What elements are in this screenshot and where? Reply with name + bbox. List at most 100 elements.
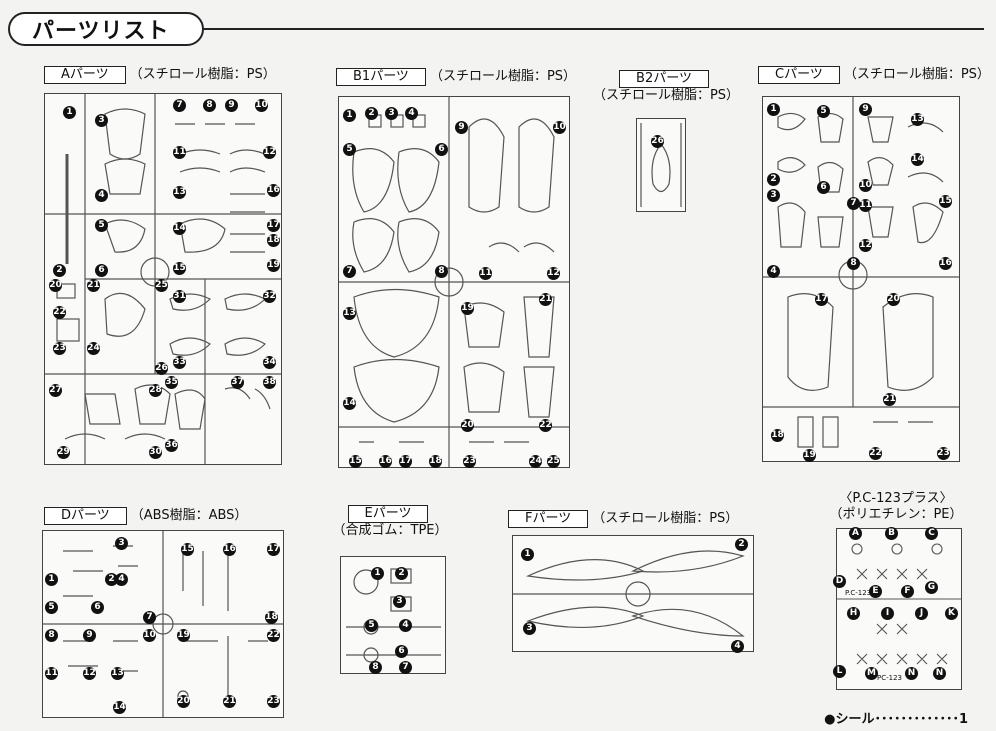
part-number-a-21: 21 — [87, 279, 100, 292]
part-number-a-31: 31 — [173, 290, 186, 303]
part-number-e-4: 4 — [399, 619, 412, 632]
part-number-c-8: 8 — [847, 257, 860, 270]
panel-d-label: Dパーツ（ABS樹脂：ABS） — [44, 507, 247, 525]
part-number-pc-M: M — [865, 667, 878, 680]
part-number-c-2: 2 — [767, 173, 780, 186]
part-number-e-1: 1 — [371, 567, 384, 580]
part-number-a-7: 7 — [173, 99, 186, 112]
pc-mark-2: PC-123 — [877, 674, 902, 682]
part-number-c-11: 11 — [859, 199, 872, 212]
part-number-a-19: 19 — [267, 259, 280, 272]
part-number-b1-16: 16 — [379, 455, 392, 468]
part-number-b1-3: 3 — [385, 107, 398, 120]
part-number-f-1: 1 — [521, 548, 534, 561]
part-number-b1-13: 13 — [343, 307, 356, 320]
panel-c-name: Cパーツ — [758, 66, 840, 84]
part-number-d-14: 14 — [113, 701, 126, 714]
part-number-b1-4: 4 — [405, 107, 418, 120]
part-number-c-14: 14 — [911, 153, 924, 166]
part-number-e-7: 7 — [399, 661, 412, 674]
panel-f-label: Fパーツ（スチロール樹脂：PS） — [508, 510, 738, 528]
part-number-a-13: 13 — [173, 186, 186, 199]
panel-a-label: Aパーツ（スチロール樹脂：PS） — [44, 66, 276, 84]
part-number-b2-26: 26 — [651, 135, 664, 148]
part-number-c-23: 23 — [937, 447, 950, 460]
part-number-d-3: 3 — [115, 537, 128, 550]
panel-b2-material: （スチロール樹脂：PS） — [592, 88, 740, 103]
part-number-d-5: 5 — [45, 601, 58, 614]
part-number-pc-N: N — [933, 667, 946, 680]
part-number-a-27: 27 — [49, 384, 62, 397]
part-number-d-6: 6 — [91, 601, 104, 614]
part-number-pc-N: N — [905, 667, 918, 680]
part-number-c-15: 15 — [939, 195, 952, 208]
part-number-a-26: 26 — [155, 362, 168, 375]
part-number-a-2: 2 — [53, 264, 66, 277]
part-number-b1-11: 11 — [479, 267, 492, 280]
part-number-c-10: 10 — [859, 179, 872, 192]
part-number-b1-24: 24 — [529, 455, 542, 468]
panel-pc-name: 〈P.C-123プラス〉 — [839, 491, 953, 506]
part-number-e-8: 8 — [369, 661, 382, 674]
part-number-a-23: 23 — [53, 342, 66, 355]
part-number-a-35: 35 — [165, 376, 178, 389]
part-number-pc-D: D — [833, 575, 846, 588]
part-number-e-6: 6 — [395, 645, 408, 658]
sprue-b2: 26 — [636, 118, 686, 212]
part-number-a-34: 34 — [263, 356, 276, 369]
pc-mark-1: P.C-123 — [845, 589, 872, 597]
panel-f-name: Fパーツ — [508, 510, 589, 528]
part-number-b1-20: 20 — [461, 419, 474, 432]
part-number-d-2: 2 — [105, 573, 118, 586]
part-number-d-15: 15 — [181, 543, 194, 556]
part-number-c-21: 21 — [883, 393, 896, 406]
part-number-e-2: 2 — [395, 567, 408, 580]
part-number-d-4: 4 — [115, 573, 128, 586]
part-number-e-3: 3 — [393, 595, 406, 608]
part-number-b1-1: 1 — [343, 109, 356, 122]
part-number-d-20: 20 — [177, 695, 190, 708]
panel-d-name: Dパーツ — [44, 507, 127, 525]
part-number-b1-14: 14 — [343, 397, 356, 410]
part-number-c-22: 22 — [869, 447, 882, 460]
part-number-a-9: 9 — [225, 99, 238, 112]
part-number-b1-23: 23 — [463, 455, 476, 468]
part-number-f-4: 4 — [731, 640, 744, 653]
panel-b2-name: B2パーツ — [619, 70, 709, 88]
part-number-a-28: 28 — [149, 384, 162, 397]
part-number-a-25: 25 — [155, 279, 168, 292]
part-number-pc-L: L — [833, 665, 846, 678]
part-number-a-24: 24 — [87, 342, 100, 355]
part-number-c-6: 6 — [817, 181, 830, 194]
part-number-a-10: 10 — [255, 99, 268, 112]
panel-c-label: Cパーツ（スチロール樹脂：PS） — [758, 66, 990, 84]
part-number-pc-E: E — [869, 585, 882, 598]
part-number-a-30: 30 — [149, 446, 162, 459]
panel-d-material: （ABS樹脂：ABS） — [130, 508, 248, 523]
panel-b1-name: B1パーツ — [336, 68, 426, 86]
part-number-b1-17: 17 — [399, 455, 412, 468]
panel-e-name: Eパーツ — [347, 505, 429, 523]
panel-pc-label: 〈P.C-123プラス〉 （ポリエチレン：PE） — [826, 491, 966, 523]
part-number-c-7: 7 — [847, 197, 860, 210]
part-number-d-11: 11 — [45, 667, 58, 680]
part-number-a-3: 3 — [95, 114, 108, 127]
part-number-a-36: 36 — [165, 439, 178, 452]
part-number-pc-B: B — [885, 527, 898, 540]
part-number-a-11: 11 — [173, 146, 186, 159]
part-number-c-9: 9 — [859, 103, 872, 116]
part-number-a-14: 14 — [173, 222, 186, 235]
part-number-c-4: 4 — [767, 265, 780, 278]
part-number-a-18: 18 — [267, 234, 280, 247]
part-number-f-3: 3 — [523, 622, 536, 635]
panel-a-material: （スチロール樹脂：PS） — [129, 67, 276, 82]
part-number-a-29: 29 — [57, 446, 70, 459]
part-number-c-13: 13 — [911, 113, 924, 126]
part-number-pc-C: C — [925, 527, 938, 540]
part-number-b1-12: 12 — [547, 267, 560, 280]
